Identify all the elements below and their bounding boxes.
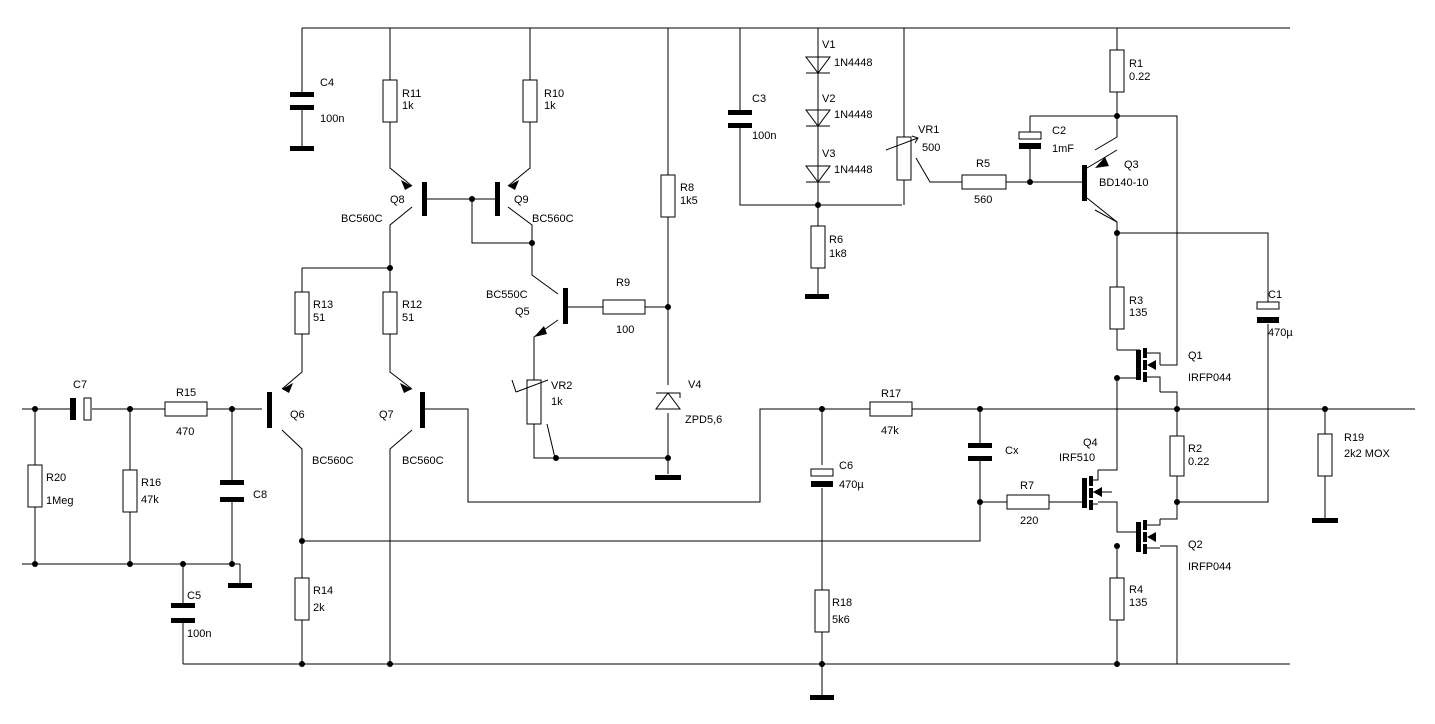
label-v2-name: V2 <box>822 93 835 105</box>
label-c6-value: 470µ <box>839 479 864 491</box>
label-r9-name: R9 <box>616 277 630 289</box>
label-r12-value: 51 <box>402 312 414 324</box>
label-vr2-name: VR2 <box>551 380 572 392</box>
label-q1-name: Q1 <box>1188 350 1203 362</box>
label-r15-name: R15 <box>176 387 196 399</box>
label-c2-name: C2 <box>1052 125 1066 137</box>
label-r15-value: 470 <box>176 426 194 438</box>
label-v4-name: V4 <box>688 379 701 391</box>
label-r16-value: 47k <box>141 494 159 506</box>
junction-dots <box>32 113 1328 667</box>
label-r5-value: 560 <box>974 194 992 206</box>
label-r1-name: R1 <box>1129 58 1143 70</box>
label-r4-value: 135 <box>1129 597 1147 609</box>
label-r16-name: R16 <box>141 477 161 489</box>
label-r1-value: 0.22 <box>1129 71 1150 83</box>
label-v4-value: ZPD5,6 <box>685 414 722 426</box>
label-r17-name: R17 <box>881 388 901 400</box>
label-q2-value: IRFP044 <box>1188 561 1231 573</box>
label-v3-name: V3 <box>822 148 835 160</box>
label-r18-value: 5k6 <box>832 614 850 626</box>
label-r2-name: R2 <box>1188 443 1202 455</box>
label-r17-value: 47k <box>881 425 899 437</box>
label-r20-name: R20 <box>46 472 66 484</box>
label-cx-name: Cx <box>1005 445 1019 457</box>
label-r9-value: 100 <box>616 324 634 336</box>
label-r13-name: R13 <box>313 299 333 311</box>
label-q8-name: Q8 <box>390 194 405 206</box>
label-c8-name: C8 <box>253 489 267 501</box>
label-r6-name: R6 <box>829 234 843 246</box>
diodes <box>655 56 831 410</box>
label-v1-name: V1 <box>822 39 835 51</box>
label-r6-value: 1k8 <box>829 248 847 260</box>
component-labels: R1 0.22 C2 1mF Q3 BD140-10 R3 135 C1 470… <box>46 39 1391 640</box>
label-c5-value: 100n <box>187 628 211 640</box>
label-q7-name: Q7 <box>379 409 394 421</box>
label-r20-value: 1Meg <box>46 495 74 507</box>
label-q6-name: Q6 <box>290 409 305 421</box>
label-v1-value: 1N4448 <box>834 57 873 69</box>
label-c5-name: C5 <box>187 590 201 602</box>
label-q4-name: Q4 <box>1083 437 1098 449</box>
label-c1-value: 470µ <box>1268 327 1293 339</box>
label-q3-value: BD140-10 <box>1099 177 1149 189</box>
label-c1-name: C1 <box>1268 289 1282 301</box>
label-v3-value: 1N4448 <box>834 164 873 176</box>
wires <box>22 27 1415 696</box>
transistors <box>267 149 1161 554</box>
label-c4-name: C4 <box>320 77 334 89</box>
label-c7-name: C7 <box>73 379 87 391</box>
resistors <box>27 49 1333 633</box>
label-q2-name: Q2 <box>1188 539 1203 551</box>
label-r10-value: 1k <box>544 100 556 112</box>
label-r11-name: R11 <box>402 88 421 100</box>
label-q9-value: BC560C <box>532 213 574 225</box>
label-r11-value: 1k <box>402 100 414 112</box>
label-q5-name: Q5 <box>515 306 530 318</box>
label-q4-value: IRF510 <box>1059 452 1095 464</box>
label-r18-name: R18 <box>832 597 852 609</box>
label-r5-name: R5 <box>976 158 990 170</box>
label-c3-value: 100n <box>752 130 776 142</box>
label-v2-value: 1N4448 <box>834 109 873 121</box>
label-q1-value: IRFP044 <box>1188 372 1231 384</box>
capacitors <box>70 92 1280 623</box>
label-q3-name: Q3 <box>1124 159 1139 171</box>
label-r13-value: 51 <box>313 312 325 324</box>
label-r7-value: 220 <box>1020 515 1038 527</box>
label-c6-name: C6 <box>839 460 853 472</box>
label-c2-value: 1mF <box>1052 143 1074 155</box>
label-q7-value: BC560C <box>402 455 444 467</box>
label-vr1-value: 500 <box>922 142 940 154</box>
label-r8-value: 1k5 <box>680 195 698 207</box>
label-r3-name: R3 <box>1129 295 1143 307</box>
label-r2-value: 0.22 <box>1188 456 1209 468</box>
label-vr1-name: VR1 <box>918 124 939 136</box>
label-r8-name: R8 <box>680 182 694 194</box>
label-r19-name: R19 <box>1344 432 1364 444</box>
label-r3-value: 135 <box>1129 307 1147 319</box>
label-r14-value: 2k <box>313 602 325 614</box>
label-vr2-value: 1k <box>551 396 563 408</box>
label-q8-value: BC560C <box>341 213 383 225</box>
label-r14-name: R14 <box>313 585 333 597</box>
label-q5-value: BC550C <box>486 289 528 301</box>
label-c4-value: 100n <box>320 113 344 125</box>
label-q6-value: BC560C <box>312 455 354 467</box>
label-r10-name: R10 <box>544 88 564 100</box>
label-c3-name: C3 <box>752 93 766 105</box>
label-q9-name: Q9 <box>514 194 529 206</box>
label-r12-name: R12 <box>402 299 422 311</box>
label-r7-name: R7 <box>1020 480 1034 492</box>
ground-symbols <box>228 146 1338 700</box>
label-r19-value: 2k2 MOX <box>1344 448 1391 460</box>
label-r4-name: R4 <box>1129 584 1143 596</box>
